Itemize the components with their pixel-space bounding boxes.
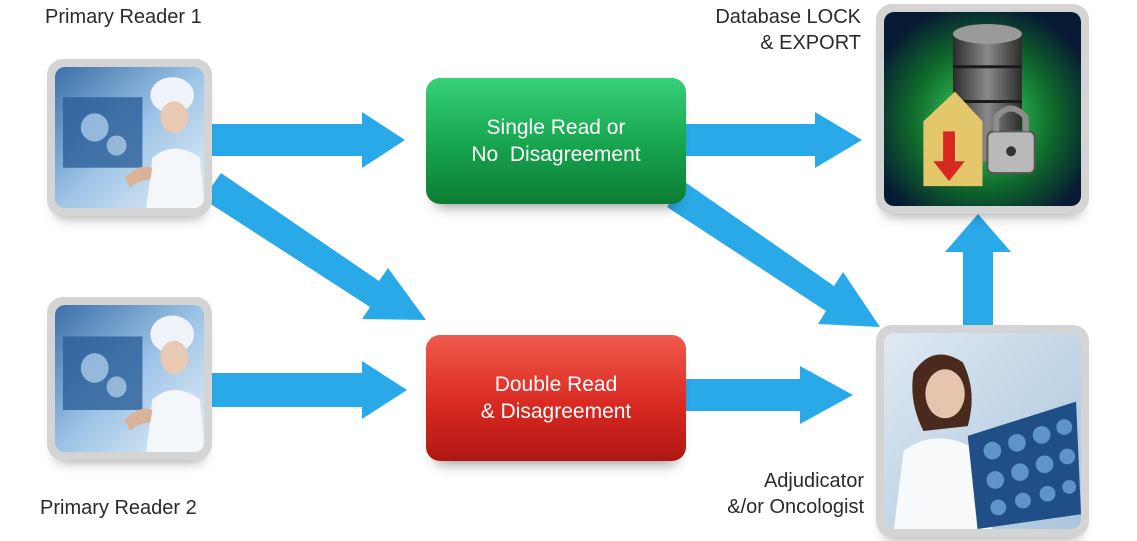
single-read-box-line-2: No Disagreement [471,143,641,166]
single-read-box-line-1: Single Read or [486,116,626,139]
double-read-box: Double Read & Disagreement [426,335,686,461]
adjudicator-label-line-2: &/or Oncologist [727,496,864,518]
double-read-box-line-2: & Disagreement [480,400,632,423]
database-image [876,4,1089,214]
primary-reader-1-label: Primary Reader 1 [45,6,202,28]
arrow-double-to-adjudicator [685,366,853,424]
arrow-single-to-database [685,112,862,168]
arrow-reader2-to-double [212,361,407,419]
arrow-adjudicator-to-database [945,214,1011,327]
database-label: Database LOCK & EXPORT [715,4,861,56]
adjudicator-image [876,325,1089,537]
locked-database-icon [884,12,1081,206]
primary-reader-2-label: Primary Reader 2 [40,497,197,519]
single-read-box: Single Read or No Disagreement [426,78,686,204]
doctor-xray-photo-icon [55,305,204,452]
database-label-line-1: Database LOCK [715,6,861,28]
database-label-line-2: & EXPORT [760,32,861,54]
arrow-reader1-to-single [212,112,405,168]
doctor-viewing-scan-photo-icon [884,333,1081,529]
primary-reader-1-image [47,59,212,216]
adjudicator-label-line-1: Adjudicator [763,470,864,492]
primary-reader-2-image [47,297,212,460]
arrow-reader1-to-double [203,173,426,320]
doctor-xray-photo-icon [55,67,204,208]
arrow-single-to-adjudicator [667,182,880,327]
adjudicator-label: Adjudicator &/or Oncologist [727,468,864,520]
double-read-box-line-1: Double Read [494,373,618,396]
